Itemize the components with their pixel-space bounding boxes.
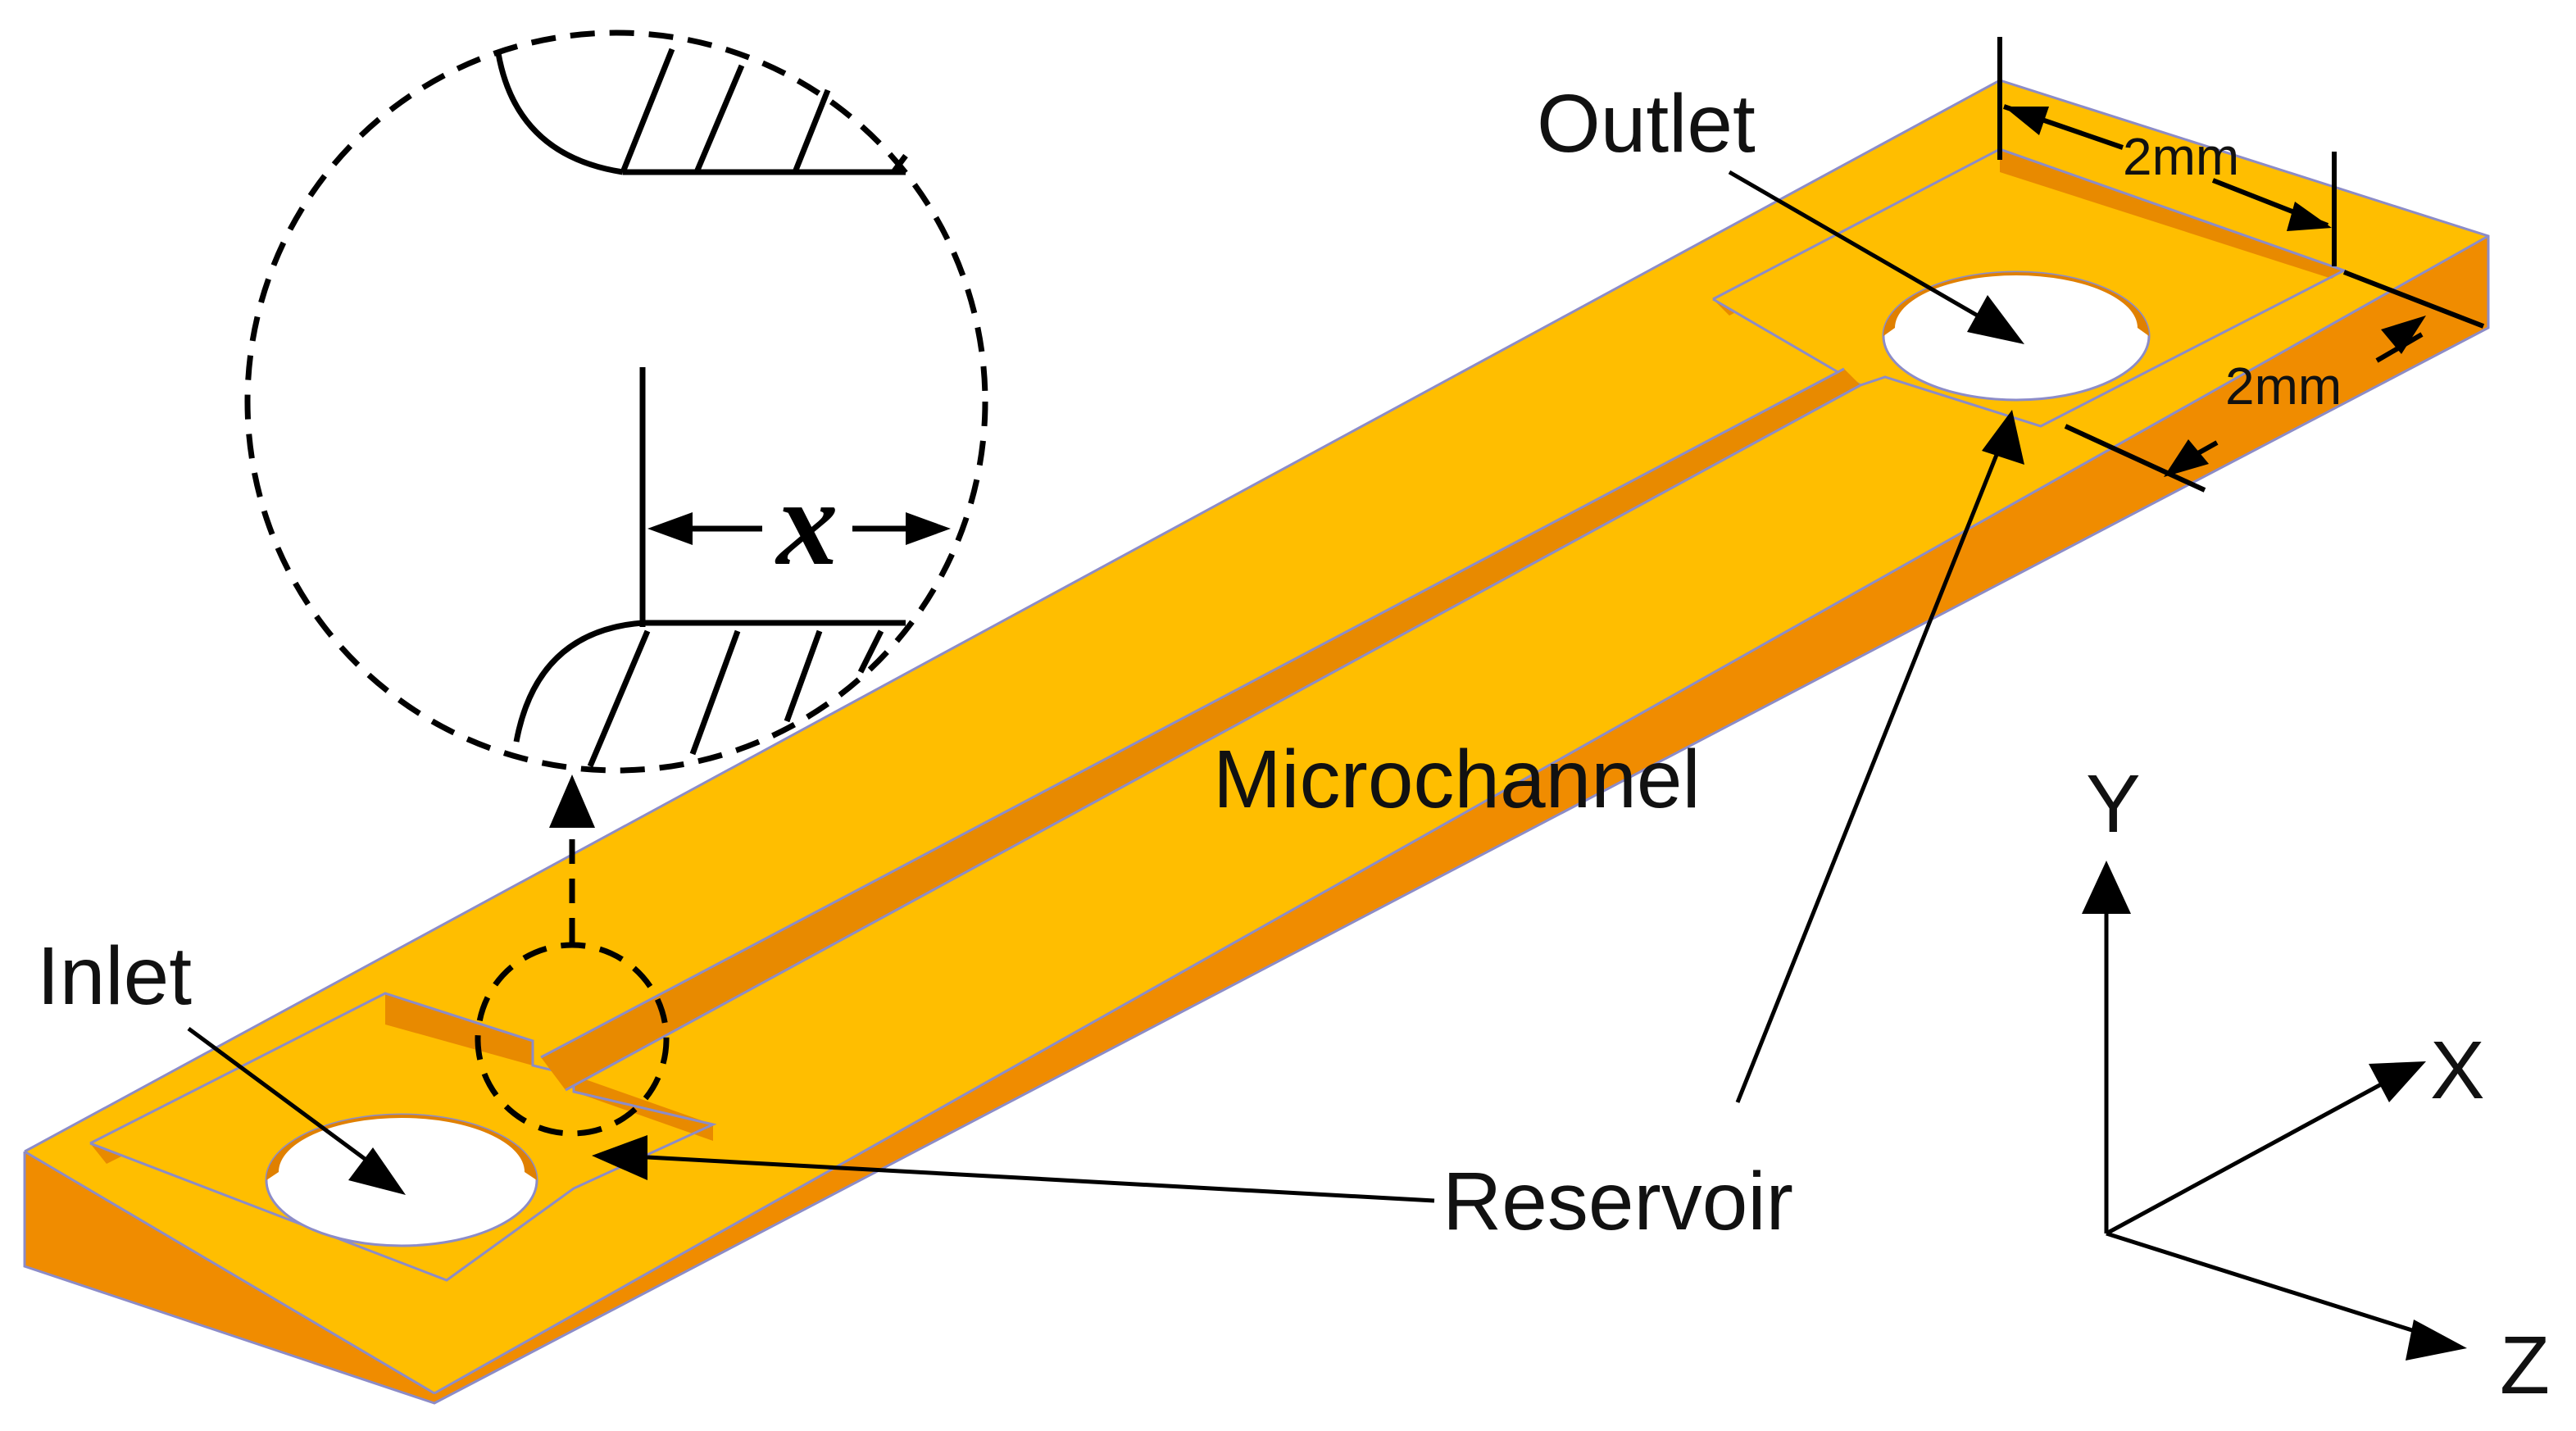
dim-top-arrow-right: [2287, 202, 2332, 231]
detail-callout: [244, 30, 988, 1137]
chip-top-face: [25, 80, 2488, 1393]
chip-edge-left: [24, 1150, 435, 1395]
axis-x-label: X: [2430, 1024, 2485, 1116]
detail-dim-arrow-right: [906, 512, 951, 545]
axis-y-label: Y: [2086, 758, 2141, 850]
reservoir-leader-a: [647, 1155, 1435, 1203]
detail-upper-hatch-3: [792, 89, 831, 174]
detail-lower-hatch-3: [784, 629, 823, 723]
detail-lower-hatch-4: [857, 629, 884, 674]
axis-x-arrowhead: [2369, 1061, 2426, 1102]
leader-lines: [187, 170, 2002, 1203]
detail-upper-hatch-1: [620, 48, 675, 174]
detail-large-circle: [244, 30, 988, 774]
outlet-recess-back: [2000, 149, 2344, 279]
microchannel-edge-b: [565, 384, 1861, 1092]
inlet-label: Inlet: [37, 930, 192, 1022]
detail-small-circle: [475, 942, 670, 1137]
axis-z-label: Z: [2500, 1320, 2550, 1411]
dim-side-arrow-bottom: [2164, 439, 2209, 477]
detail-dim-arrow-left: [647, 512, 693, 545]
dim-side-ext-bottom: [2064, 424, 2206, 493]
detail-lower-hatch-1: [587, 629, 651, 768]
inlet-leader: [187, 1026, 379, 1170]
reservoir-label: Reservoir: [1442, 1156, 1793, 1247]
dim-top-arrow-left: [2004, 107, 2049, 135]
axis-z-line: [2106, 1231, 2431, 1338]
detail-geometry: [495, 48, 934, 768]
axis-z-arrowhead: [2406, 1320, 2467, 1361]
dim-side-arrow-top: [2381, 316, 2426, 354]
chip-edge: [434, 234, 2489, 1395]
detail-lower-curve: [513, 620, 643, 743]
dim-side-label: 2mm: [2225, 357, 2342, 416]
axis-y-arrowhead: [2082, 861, 2131, 914]
chip-left-side: [25, 1152, 434, 1403]
reservoir-leader-b: [1735, 446, 2002, 1103]
axis-x-line: [2105, 1075, 2395, 1236]
microchannel-edge-a: [540, 367, 1845, 1059]
detail-variable-x: x: [775, 455, 838, 591]
reservoir-arrowhead-b: [1982, 410, 2024, 465]
detail-lower-hatch-2: [689, 629, 741, 756]
detail-connector-arrowhead: [549, 775, 595, 828]
microchannel-groove: [541, 369, 1860, 1090]
inlet-leader-arrowhead: [348, 1147, 406, 1195]
detail-upper-hatch-4: [891, 153, 908, 175]
outlet-leader: [1728, 170, 1993, 326]
outlet-label: Outlet: [1537, 78, 1756, 170]
outlet-leader-arrowhead: [1967, 295, 2024, 344]
dim-side-ext-top: [2342, 270, 2485, 329]
inlet-recess-step: [385, 993, 533, 1065]
chip-front-side: [434, 236, 2488, 1403]
microchannel: [540, 367, 1861, 1092]
dim-top-label: 2mm: [2123, 127, 2239, 186]
detail-upper-curve: [495, 52, 624, 175]
coordinate-axes: [2104, 910, 2431, 1338]
reservoir-arrowhead-a: [592, 1135, 647, 1180]
microchannel-label: Microchannel: [1213, 734, 1701, 825]
detail-upper-hatch-2: [693, 64, 745, 174]
